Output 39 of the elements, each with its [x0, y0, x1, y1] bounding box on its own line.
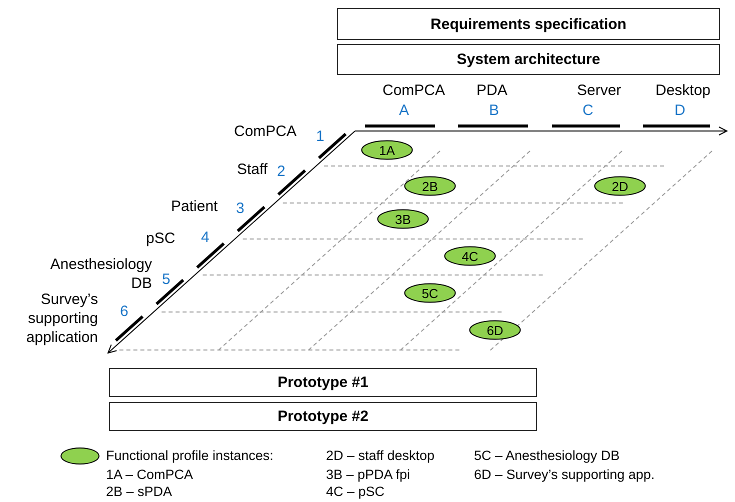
column-letter: B [489, 102, 500, 120]
instance-ellipse: 3B [377, 209, 429, 229]
row-number: 5 [162, 271, 170, 289]
instance-ellipse: 5C [404, 283, 456, 303]
column-label: Server [577, 82, 622, 100]
legend-entry: 1A – ComPCA [106, 466, 194, 484]
row-label: Anesthesiology DB [49, 255, 152, 293]
legend-entry: 6D – Survey’s supporting app. [474, 466, 655, 484]
instance-ellipse: 2B [404, 176, 456, 196]
instance-ellipse: 6D [469, 320, 521, 340]
stage-box: System architecture [337, 44, 720, 75]
legend-entry: 4C – pSC [326, 483, 385, 501]
instance-ellipse: 4C [444, 246, 496, 266]
row-label: pSC [146, 230, 176, 248]
row-label: Staff [237, 161, 268, 179]
stage-box: Prototype #1 [109, 368, 537, 397]
column-label: PDA [476, 82, 508, 100]
column-letter: C [582, 102, 594, 120]
legend-entry: 2B – sPDA [106, 483, 172, 501]
stage-box: Requirements specification [337, 8, 720, 40]
legend-entry: 3B – pPDA fpi [326, 466, 410, 484]
legend-entry: 5C – Anesthesiology DB [474, 447, 620, 465]
column-letter: A [399, 102, 410, 120]
row-label: ComPCA [234, 123, 297, 141]
row-number: 1 [316, 128, 324, 146]
instance-ellipse: 2D [594, 176, 646, 196]
row-number: 3 [236, 200, 244, 218]
row-label: Patient [171, 198, 218, 216]
stage-box: Prototype #2 [109, 402, 537, 431]
column-label: Desktop [656, 82, 711, 100]
column-label: ComPCA [382, 82, 446, 100]
column-letter: D [674, 102, 686, 120]
instance-ellipse: 1A [361, 140, 413, 160]
row-number: 4 [201, 229, 210, 247]
legend-label: Functional profile instances: [106, 447, 274, 465]
row-number: 6 [120, 303, 128, 321]
legend-entry: 2D – staff desktop [326, 447, 435, 465]
row-label: Survey’s supporting application [25, 290, 98, 347]
row-number: 2 [277, 163, 286, 181]
